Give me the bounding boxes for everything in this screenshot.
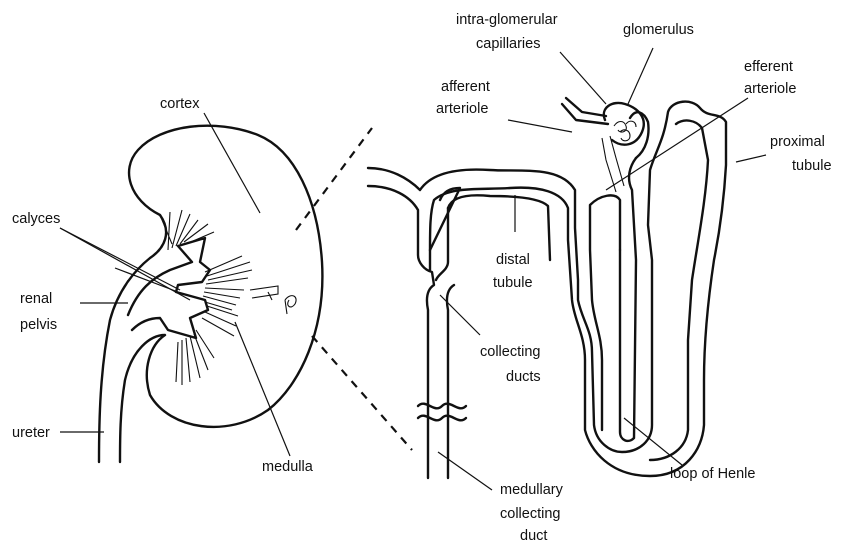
label-distal-line1: distal (496, 252, 530, 268)
label-glomerulus: glomerulus (623, 22, 694, 38)
glomerulus-capillaries (614, 121, 636, 141)
label-ureter: ureter (12, 425, 50, 441)
label-collecting-ducts-line1: collecting (480, 344, 540, 360)
label-renal-pelvis-line2: pelvis (20, 317, 57, 333)
label-renal-pelvis-line1: renal (20, 291, 52, 307)
label-medullary-line1: medullary (500, 482, 564, 498)
kidney-drawing (99, 126, 322, 462)
kidney-outline (99, 126, 322, 462)
label-distal-line2: tubule (493, 275, 533, 291)
label-medulla: medulla (262, 459, 314, 475)
label-proximal-line1: proximal (770, 134, 825, 150)
duct-break-marks (418, 404, 466, 421)
zoom-line-top (296, 128, 372, 230)
label-intra-glomerular-line2: capillaries (476, 36, 540, 52)
glomerulus-capsule (604, 103, 644, 145)
label-loop-of-henle: loop of Henle (670, 466, 755, 482)
label-proximal-line2: tubule (792, 158, 832, 174)
label-efferent-line2: arteriole (744, 81, 796, 97)
labels: cortex calyces renal pelvis ureter medul… (12, 12, 832, 544)
label-intra-glomerular-line1: intra-glomerular (456, 12, 558, 28)
label-medullary-line3: duct (520, 528, 547, 544)
label-medullary-line2: collecting (500, 506, 560, 522)
label-afferent-line1: afferent (441, 79, 490, 95)
label-collecting-ducts-line2: ducts (506, 369, 541, 385)
label-afferent-line2: arteriole (436, 101, 488, 117)
label-cortex: cortex (160, 96, 200, 112)
label-calyces: calyces (12, 211, 60, 227)
label-efferent-line1: efferent (744, 59, 793, 75)
nephron-drawing (368, 98, 726, 478)
afferent-arteriole-vessel (562, 98, 608, 124)
zoom-line-bottom (312, 336, 412, 450)
medullary-rays (160, 210, 296, 385)
leader-lines (60, 48, 766, 490)
